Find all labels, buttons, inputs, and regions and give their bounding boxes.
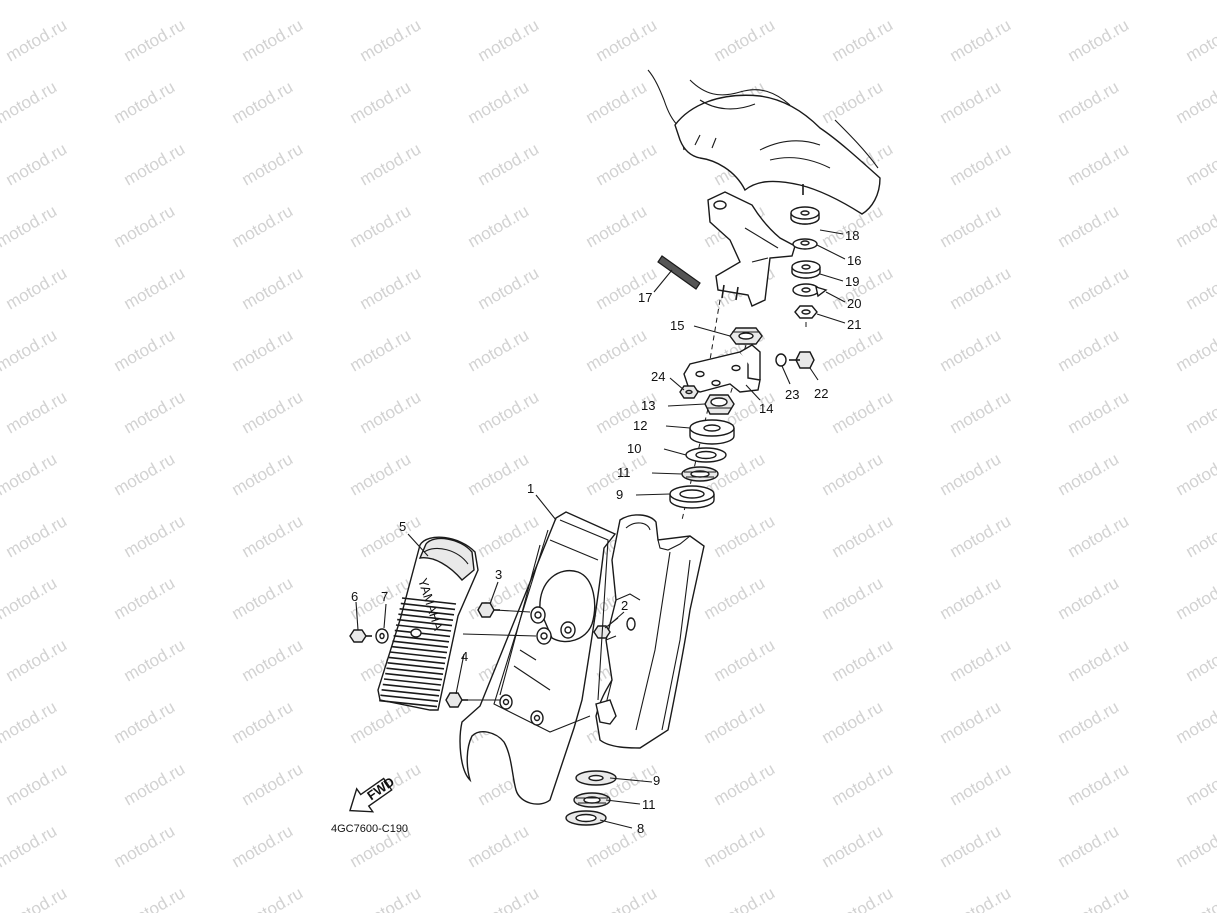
- collar-16: [792, 238, 818, 250]
- grip-rib: [385, 672, 443, 681]
- race-10: [685, 447, 727, 463]
- callout-13: 13: [641, 398, 655, 413]
- callout-22: 22: [814, 386, 828, 401]
- grip-rib: [388, 656, 446, 665]
- seal-8: [565, 810, 607, 826]
- callout-24: 24: [651, 369, 665, 384]
- screw-6: [349, 629, 372, 643]
- grip-rib: [391, 645, 448, 654]
- bracket-16: [707, 191, 796, 307]
- grip-panel-5: YAMAHA: [377, 536, 479, 711]
- grip-ribs: [379, 597, 457, 708]
- race-9-lower: [575, 770, 617, 786]
- callout-3: 3: [495, 567, 502, 582]
- screw-3: [477, 602, 500, 618]
- washer-20: [792, 283, 828, 298]
- callout-21: 21: [847, 317, 861, 332]
- front-frame-section: [647, 69, 881, 215]
- damper-18: [790, 206, 820, 225]
- race-9-upper: [669, 485, 715, 509]
- callout-14: 14: [759, 401, 773, 416]
- fwd-label: FWD: [364, 774, 397, 803]
- callout-4: 4: [461, 649, 468, 664]
- screw-4: [445, 692, 468, 708]
- callout-23: 23: [785, 387, 799, 402]
- nut-15: [729, 327, 763, 345]
- callout-1: 1: [527, 481, 534, 496]
- grip-rib: [382, 683, 441, 692]
- callout-6: 6: [351, 589, 358, 604]
- grip-rib: [379, 699, 438, 708]
- steering-stem: [595, 514, 705, 749]
- grip-rib: [395, 624, 452, 632]
- grip-rib: [400, 602, 456, 611]
- callout-18: 18: [845, 228, 859, 243]
- callout-12: 12: [633, 418, 647, 433]
- callout-9-lower: 9: [653, 773, 660, 788]
- rod-17: [657, 255, 701, 290]
- ring-nut-13: [704, 394, 735, 415]
- grip-rib: [398, 613, 454, 621]
- grip-rib: [401, 597, 457, 605]
- damper-19: [791, 260, 821, 279]
- front-cover-1: [459, 511, 617, 805]
- callout-7: 7: [381, 589, 388, 604]
- callout-5: 5: [399, 519, 406, 534]
- cover-12: [689, 419, 735, 445]
- grip-rib: [392, 640, 449, 648]
- grip-rib: [387, 662, 445, 670]
- callout-15: 15: [670, 318, 684, 333]
- callout-9-upper: 9: [616, 487, 623, 502]
- callout-10: 10: [627, 441, 641, 456]
- callout-8: 8: [637, 821, 644, 836]
- grip-rib: [399, 608, 455, 616]
- grip-rib: [393, 635, 450, 643]
- callout-16: 16: [847, 253, 861, 268]
- ball-race-11-upper: [681, 466, 719, 482]
- callout-2: 2: [621, 598, 628, 613]
- diagram-code: 4GC7600-C190: [331, 823, 408, 835]
- callout-19: 19: [845, 274, 859, 289]
- callout-labels: 1 2 3 4 5 6 7 8 9 11 9 11 10 12 13 24 14…: [351, 228, 861, 836]
- grip-rib: [389, 651, 447, 659]
- callout-11-upper: 11: [617, 465, 631, 480]
- callout-11-lower: 11: [642, 797, 656, 812]
- callout-17: 17: [638, 290, 652, 305]
- grip-rib: [381, 689, 440, 697]
- washer-7: [375, 628, 389, 644]
- fwd-arrow: FWD: [349, 774, 397, 813]
- grip-rib: [386, 667, 444, 675]
- ball-race-11-lower: [573, 792, 611, 808]
- bolt-22: [789, 351, 815, 369]
- washer-23: [775, 353, 787, 367]
- grip-rib: [397, 618, 453, 627]
- plate-14: [683, 344, 761, 393]
- callout-20: 20: [847, 296, 861, 311]
- nut-21: [794, 305, 818, 319]
- nut-24: [679, 385, 699, 399]
- leader-lines: [355, 229, 846, 829]
- grip-rib: [383, 678, 442, 686]
- grip-rib: [380, 694, 439, 702]
- grip-rib: [394, 629, 451, 638]
